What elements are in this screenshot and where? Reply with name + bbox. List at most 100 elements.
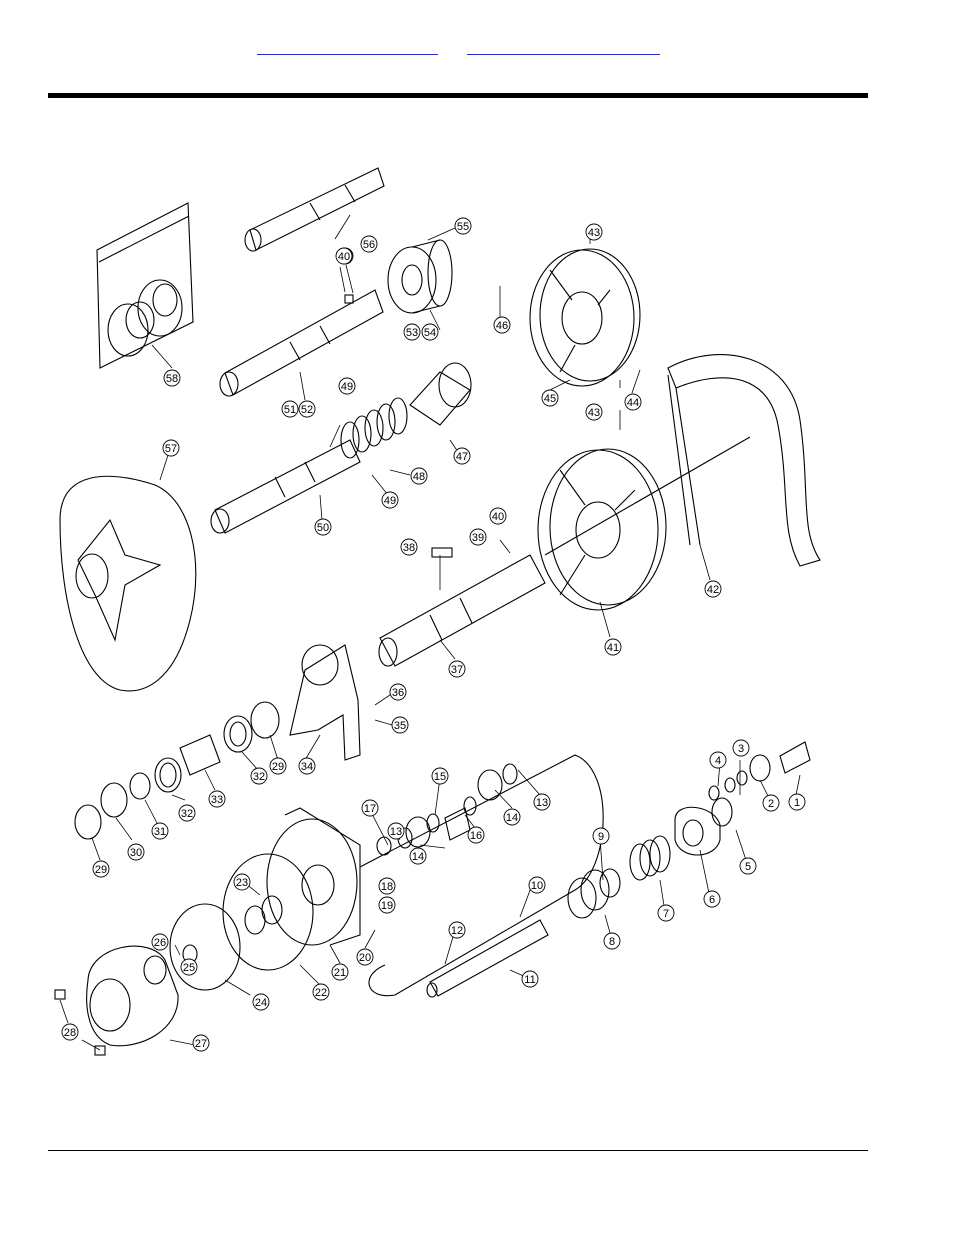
callout-21: 21 bbox=[331, 963, 349, 981]
callout-label: 44 bbox=[627, 397, 639, 409]
callout-label: 48 bbox=[413, 471, 425, 483]
callout-37: 37 bbox=[448, 660, 466, 678]
callout-label: 31 bbox=[154, 826, 166, 838]
header-link-left[interactable] bbox=[257, 38, 438, 55]
callout-label: 38 bbox=[403, 542, 415, 554]
fitting-row bbox=[708, 741, 811, 827]
callout-31: 31 bbox=[151, 822, 169, 840]
callout-35: 35 bbox=[391, 716, 409, 734]
callout-49: 49 bbox=[381, 491, 399, 509]
callout-49: 49 bbox=[338, 377, 356, 395]
callout-7: 7 bbox=[657, 904, 675, 922]
callout-label: 34 bbox=[301, 761, 313, 773]
callout-label: 26 bbox=[154, 937, 166, 949]
callout-56: 56 bbox=[360, 235, 378, 253]
callout-43: 43 bbox=[585, 403, 603, 421]
shaft-51-52 bbox=[219, 289, 384, 397]
callout-14: 14 bbox=[503, 808, 521, 826]
header-link-right[interactable] bbox=[467, 38, 660, 55]
callout-label: 16 bbox=[470, 830, 482, 842]
callout-58: 58 bbox=[163, 369, 181, 387]
callout-label: 28 bbox=[64, 1027, 76, 1039]
callout-label: 9 bbox=[598, 831, 604, 843]
callout-label: 49 bbox=[341, 381, 353, 393]
callout-47: 47 bbox=[453, 447, 471, 465]
pulley-8 bbox=[567, 868, 621, 919]
callout-42: 42 bbox=[704, 580, 722, 598]
callout-label: 11 bbox=[524, 974, 535, 986]
callout-label: 54 bbox=[424, 327, 436, 339]
callout-label: 14 bbox=[506, 812, 518, 824]
header-rule bbox=[48, 93, 868, 98]
callout-13: 13 bbox=[533, 793, 551, 811]
callout-label: 6 bbox=[709, 894, 715, 906]
cup-47 bbox=[409, 362, 472, 426]
callout-label: 58 bbox=[166, 373, 178, 385]
pump-housing-27 bbox=[86, 945, 179, 1047]
callout-label: 14 bbox=[412, 851, 424, 863]
callout-label: 39 bbox=[472, 532, 484, 544]
callout-39: 39 bbox=[469, 528, 487, 546]
spring-48 bbox=[340, 397, 408, 459]
callout-24: 24 bbox=[252, 993, 270, 1011]
callout-label: 40 bbox=[492, 511, 504, 523]
callout-label: 47 bbox=[456, 451, 468, 463]
plugs-28 bbox=[54, 989, 106, 1056]
callout-label: 55 bbox=[457, 221, 469, 233]
callout-label: 18 bbox=[381, 881, 393, 893]
callout-13: 13 bbox=[387, 822, 405, 840]
shaft-56 bbox=[244, 167, 385, 252]
callout-26: 26 bbox=[151, 933, 169, 951]
callout-label: 22 bbox=[315, 987, 327, 999]
callout-48: 48 bbox=[410, 467, 428, 485]
callout-label: 10 bbox=[531, 880, 543, 892]
shaft-37 bbox=[378, 547, 546, 667]
belt-42 bbox=[667, 354, 821, 567]
callout-57: 57 bbox=[162, 439, 180, 457]
callout-label: 36 bbox=[392, 687, 404, 699]
callout-36: 36 bbox=[389, 683, 407, 701]
callout-18: 18 bbox=[378, 877, 396, 895]
callout-29: 29 bbox=[92, 860, 110, 878]
callout-11: 11 bbox=[521, 970, 539, 988]
callout-layer: 1234567891011121313141415161718192021222… bbox=[61, 217, 806, 1052]
callout-label: 17 bbox=[364, 803, 376, 815]
callout-43: 43 bbox=[585, 223, 603, 241]
shaft-11 bbox=[426, 919, 549, 998]
callout-label: 15 bbox=[434, 771, 446, 783]
callout-28: 28 bbox=[61, 1023, 79, 1041]
bearing-housing-34 bbox=[289, 644, 361, 761]
callout-label: 53 bbox=[406, 327, 418, 339]
callout-34: 34 bbox=[298, 757, 316, 775]
callout-12: 12 bbox=[448, 921, 466, 939]
callout-54: 54 bbox=[421, 323, 439, 341]
bushing-row bbox=[74, 701, 280, 840]
callout-label: 37 bbox=[451, 664, 463, 676]
callout-44: 44 bbox=[624, 393, 642, 411]
callout-5: 5 bbox=[739, 857, 757, 875]
callout-41: 41 bbox=[604, 638, 622, 656]
callout-3: 3 bbox=[732, 739, 750, 757]
callout-8: 8 bbox=[603, 932, 621, 950]
callout-17: 17 bbox=[361, 799, 379, 817]
callout-55: 55 bbox=[454, 217, 472, 235]
callout-label: 56 bbox=[363, 239, 375, 251]
callout-32: 32 bbox=[250, 767, 268, 785]
hose-loop bbox=[359, 754, 604, 997]
pulley-45 bbox=[529, 248, 641, 387]
seal-23 bbox=[244, 895, 283, 935]
callout-label: 30 bbox=[130, 847, 142, 859]
callout-label: 8 bbox=[609, 936, 615, 948]
callout-30: 30 bbox=[127, 843, 145, 861]
callout-label: 20 bbox=[359, 952, 371, 964]
callout-2: 2 bbox=[762, 794, 780, 812]
callout-label: 45 bbox=[544, 393, 556, 405]
callout-label: 33 bbox=[211, 794, 223, 806]
callout-53: 53 bbox=[403, 323, 421, 341]
guard-57 bbox=[59, 475, 197, 692]
callout-40: 40 bbox=[335, 247, 353, 265]
callout-9: 9 bbox=[592, 827, 610, 845]
callout-52: 52 bbox=[298, 400, 316, 418]
shaft-50 bbox=[210, 439, 361, 534]
